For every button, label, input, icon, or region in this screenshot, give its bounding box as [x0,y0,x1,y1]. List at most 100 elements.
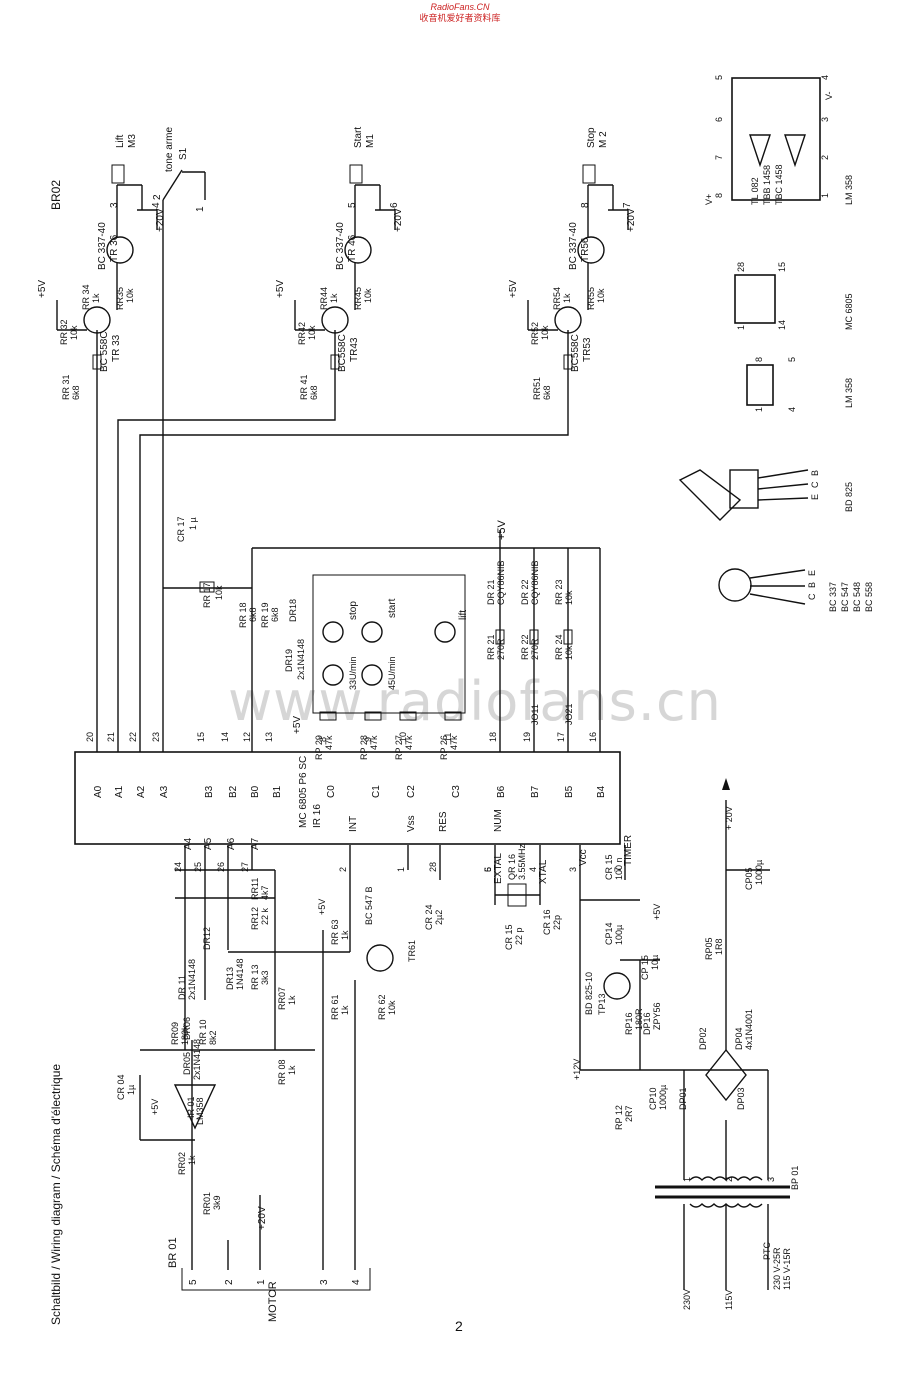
transistor-output [344,236,372,264]
motor-ctrl-label: 3k3 [260,970,270,985]
resistor-label: RR 34 [81,284,91,310]
psu-label: +12V [572,1059,582,1080]
transistor-part: BC 558C [99,331,110,372]
transistor-part: BC558C [337,334,348,372]
clock-label: CR 24 [424,904,434,930]
resistor-label: RR 31 [61,374,71,400]
motor-ctrl-label: RR01 [202,1192,212,1215]
pin-number: 4 [151,202,162,208]
ic-ref: IR 16 [312,804,323,828]
pin-number: 5 [347,202,358,208]
svg-text:+5V: +5V [292,716,303,734]
clock-label: CR 15 [504,924,514,950]
ic-pin-label: Vss [406,815,417,832]
motor-ctrl-label: RR 63 [330,919,340,945]
pinout-label: MC 6805 [844,293,854,330]
svg-text:+20V: +20V [257,1206,268,1230]
svg-text:stop: stop [348,601,359,620]
svg-text:BR 01: BR 01 [167,1237,179,1268]
pot-label: RP 28 [359,735,369,760]
ic-pin-label: B4 [596,785,607,798]
ic-pin-number: 26 [216,862,226,872]
resistor-value: 270R [530,638,540,660]
ic-pin-label: B0 [250,785,261,798]
pinout-label: 8 [714,193,724,198]
optic-ref: RR 23 [554,579,564,605]
motor-ctrl-label: RR 62 [377,994,387,1020]
pot-value: 47k [324,735,334,750]
svg-text:1 µ: 1 µ [188,517,198,530]
ic-pin-label: A0 [93,785,104,798]
psu-label: RP16 [624,1012,634,1035]
resistor-value: 10k [540,325,550,340]
key-start[interactable] [361,621,383,643]
connector-pin: 3 [319,1279,330,1285]
header-site: RadioFans.CN [430,2,490,12]
transistor-ref: TR 36 [109,234,120,262]
motor-ctrl-label: +5V [317,899,327,915]
svg-text:DR18: DR18 [288,599,298,622]
motor-ctrl-label: RR 10 [198,1019,208,1045]
motor-ctrl-label: RR09 [170,1022,180,1045]
motor-ctrl-label: RR02 [177,1152,187,1175]
supply-20v: +20V [393,208,404,232]
motor-ctrl-label: 180k [180,1025,190,1045]
motor-ctrl-label: TR61 [407,940,417,962]
ic-pin-number: 2 [338,867,348,872]
optic-ref: DR 22 [520,579,530,605]
page-number: 2 [455,1318,463,1334]
psu-label: CP10 [648,1087,658,1110]
svg-text:tone arme: tone arme [164,127,175,172]
ic-pin-label: A4 [183,837,194,850]
motor-ctrl-label: RR 08 [277,1059,287,1085]
ic-mc6805: MC 6805 P6 SC IR 16 20A021A122A223A315B3… [74,732,634,884]
psu-label: DP04 [734,1027,744,1050]
svg-text:start: start [387,598,398,618]
pinout-label: LM 358 [844,378,854,408]
ic-pin-number: 11 [443,733,453,742]
pinout-label: 14 [777,320,787,330]
motor-ctrl-label: DR12 [202,927,212,950]
key-lift[interactable] [434,621,456,643]
motor-ctrl-label: IR 01 [186,1096,196,1118]
pinout-label: LM 358 [844,175,854,205]
ic-pin-number: 17 [556,732,566,742]
key-45[interactable] [361,664,383,686]
svg-text:10k: 10k [214,585,224,600]
psu-label: PTC [762,1241,772,1260]
psu-label: + 20V [724,806,734,830]
clock-label: CR 15 [604,854,614,880]
motor-ctrl-label: DR06 [182,1017,192,1040]
motor-ctrl-label: 1k [287,1065,297,1075]
pinout-label: BC 548 [852,582,862,612]
ic-pin-label: C0 [326,785,337,798]
ic-pin-label: A1 [114,785,125,798]
ic-pin-number: 4 [528,867,538,872]
motor-ctrl-label: 4k7 [260,885,270,900]
motor-ctrl-label: RR12 [250,907,260,930]
pinout-opamp-box [731,77,821,201]
optic-part: CQY86NIB [496,560,506,605]
pinout-label: 1 [736,325,746,330]
psu-label: 115V [724,1290,734,1310]
psu-label: CP14 [604,922,614,945]
ic-pin-label: B1 [272,785,283,798]
resistor-label: RR 22 [520,634,530,660]
ic-pin-label: A6 [226,837,237,850]
psu-label: RP05 [704,937,714,960]
pinout-label: C [807,593,817,600]
motor-ctrl-label: 1µ [126,1085,136,1095]
resistor-value: 10k [69,325,79,340]
ic-pin-number: 12 [242,732,252,742]
psu-label: 3 [766,1177,776,1182]
transistor-ref: TR56 [580,237,591,262]
psu-label: 230 V-25R [772,1247,782,1290]
key-stop[interactable] [322,621,344,643]
pin-number: 8 [580,202,591,208]
key-33[interactable] [322,664,344,686]
ic-name: MC 6805 P6 SC [298,756,309,828]
ic-pin-label: Vcc [578,849,589,866]
clock-label: +5V [652,904,662,920]
ic-pin-number: 28 [428,862,438,872]
